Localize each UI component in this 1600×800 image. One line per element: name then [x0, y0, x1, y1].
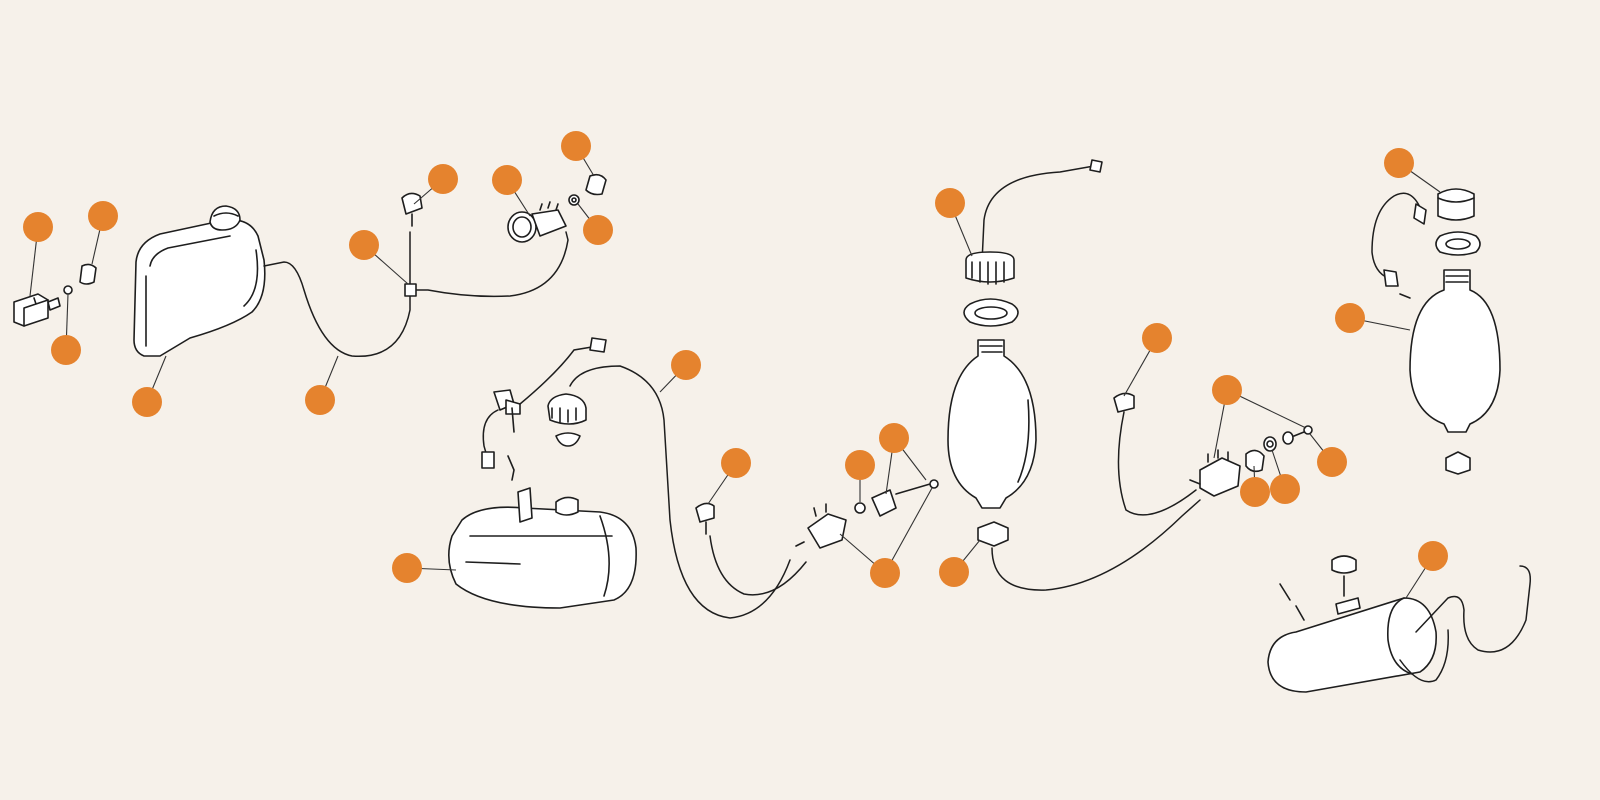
upright-bottle-cap [1437, 188, 1475, 221]
callout-marker-c01[interactable] [23, 212, 53, 242]
vertical-bottle [947, 339, 1037, 509]
callout-marker-c26[interactable] [1418, 541, 1448, 571]
pump-motor-center [795, 503, 847, 549]
tank-pipe-fitting [1279, 583, 1305, 621]
callout-marker-c11[interactable] [392, 553, 422, 583]
bottle-cap [965, 251, 1015, 285]
callout-marker-c20[interactable] [1212, 375, 1242, 405]
t-connector [404, 283, 417, 297]
jet-nozzle-left [401, 192, 423, 227]
rectangular-reservoir [133, 205, 266, 357]
leader-lines [29, 145, 1441, 599]
bottle-hose-top [981, 159, 1103, 263]
upright-bottle [1399, 269, 1501, 433]
callout-marker-c09[interactable] [561, 131, 591, 161]
upright-bottle-hose [1371, 192, 1427, 287]
reservoir-hose-left [263, 231, 569, 358]
tank-hose [1399, 565, 1532, 683]
callout-marker-c12[interactable] [671, 350, 701, 380]
callout-marker-c23[interactable] [1317, 447, 1347, 477]
round-reservoir [448, 487, 637, 609]
pump-motor-right [1189, 449, 1241, 497]
upright-bottle-ring [1435, 231, 1481, 256]
callout-marker-c02[interactable] [88, 201, 118, 231]
filler-cap-center [547, 393, 587, 447]
pump-motor-left [507, 201, 567, 243]
callout-marker-c16[interactable] [870, 558, 900, 588]
callout-marker-c13[interactable] [721, 448, 751, 478]
pump-cap-center [871, 479, 939, 517]
jet-nozzle-right [1113, 392, 1197, 516]
pump-seal-small [63, 285, 73, 295]
washer-pump-small [13, 293, 61, 327]
callout-marker-c10[interactable] [583, 215, 613, 245]
pump-seal-left [568, 194, 580, 206]
bottle-hose-bottom [991, 499, 1201, 591]
pump-cap-left [585, 173, 607, 196]
callout-marker-c14[interactable] [845, 450, 875, 480]
pump-seal-right [1263, 425, 1313, 452]
jet-nozzle-center [695, 502, 715, 535]
callout-marker-c06[interactable] [349, 230, 379, 260]
callout-marker-c21[interactable] [1240, 477, 1270, 507]
bottle-bottom-nut [977, 521, 1009, 547]
callout-marker-c24[interactable] [1384, 148, 1414, 178]
pump-cap-small [79, 263, 97, 285]
callout-marker-c08[interactable] [492, 165, 522, 195]
callout-marker-c03[interactable] [51, 335, 81, 365]
callout-marker-c18[interactable] [939, 557, 969, 587]
long-hose-center [569, 365, 807, 619]
pump-cap-right [1245, 449, 1265, 473]
callout-marker-c19[interactable] [1142, 323, 1172, 353]
callout-marker-c05[interactable] [305, 385, 335, 415]
callout-markers [23, 131, 1448, 588]
upright-bottle-nut [1445, 451, 1471, 475]
callout-marker-c04[interactable] [132, 387, 162, 417]
callout-marker-c25[interactable] [1335, 303, 1365, 333]
cylindrical-tank [1267, 597, 1437, 693]
pump-assembly-center [481, 337, 607, 481]
callout-marker-c17[interactable] [935, 188, 965, 218]
tank-filler-cap [1331, 555, 1357, 597]
callout-marker-c07[interactable] [428, 164, 458, 194]
bottle-locking-ring [963, 298, 1019, 327]
callout-marker-c22[interactable] [1270, 474, 1300, 504]
pump-seal-center [854, 502, 866, 514]
callout-marker-c15[interactable] [879, 423, 909, 453]
